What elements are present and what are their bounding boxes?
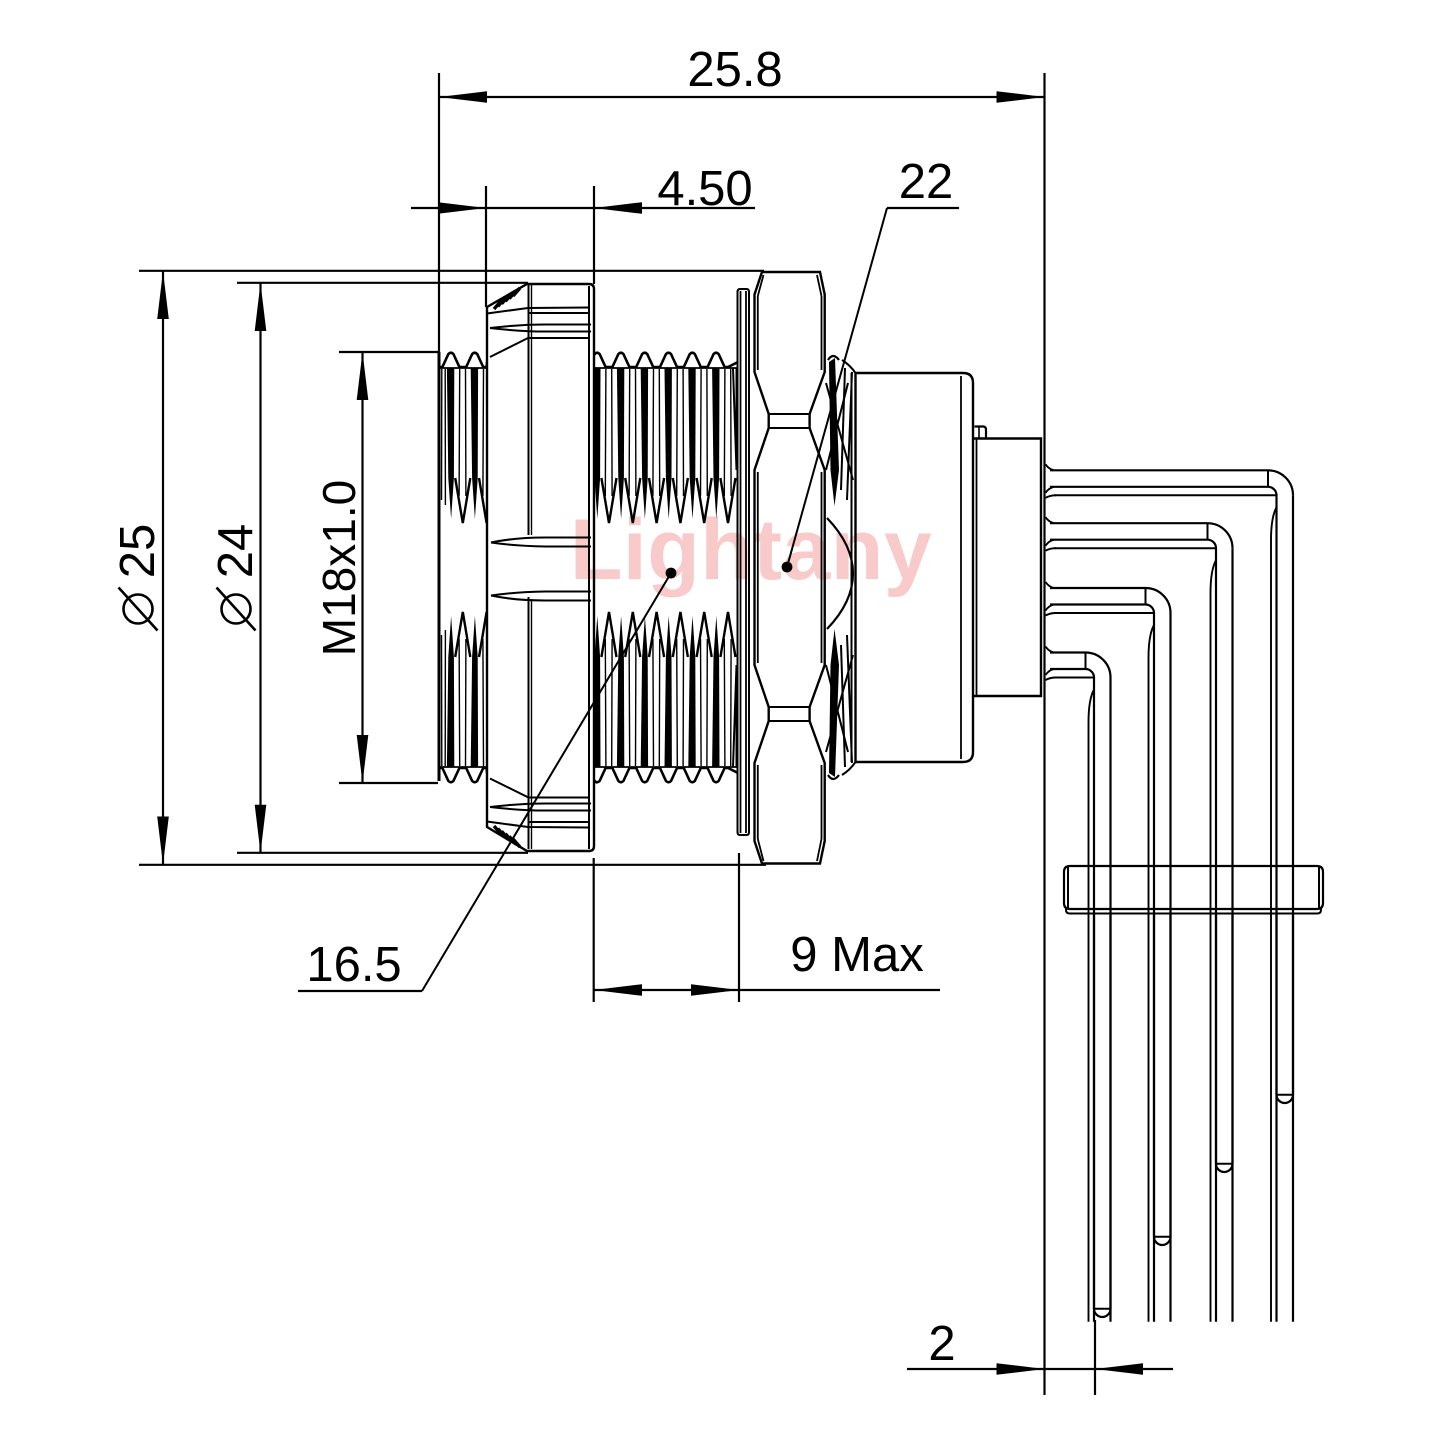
svg-text:Lightany: Lightany — [570, 502, 932, 598]
svg-text:25: 25 — [111, 524, 165, 579]
svg-text:4.50: 4.50 — [657, 162, 752, 216]
svg-text:24: 24 — [209, 524, 263, 579]
svg-text:16.5: 16.5 — [306, 938, 401, 992]
svg-text:25.8: 25.8 — [687, 43, 782, 97]
svg-text:M18x1.0: M18x1.0 — [313, 480, 365, 656]
svg-text:9 Max: 9 Max — [790, 928, 923, 982]
svg-text:2: 2 — [928, 1317, 955, 1371]
svg-text:22: 22 — [899, 155, 954, 209]
